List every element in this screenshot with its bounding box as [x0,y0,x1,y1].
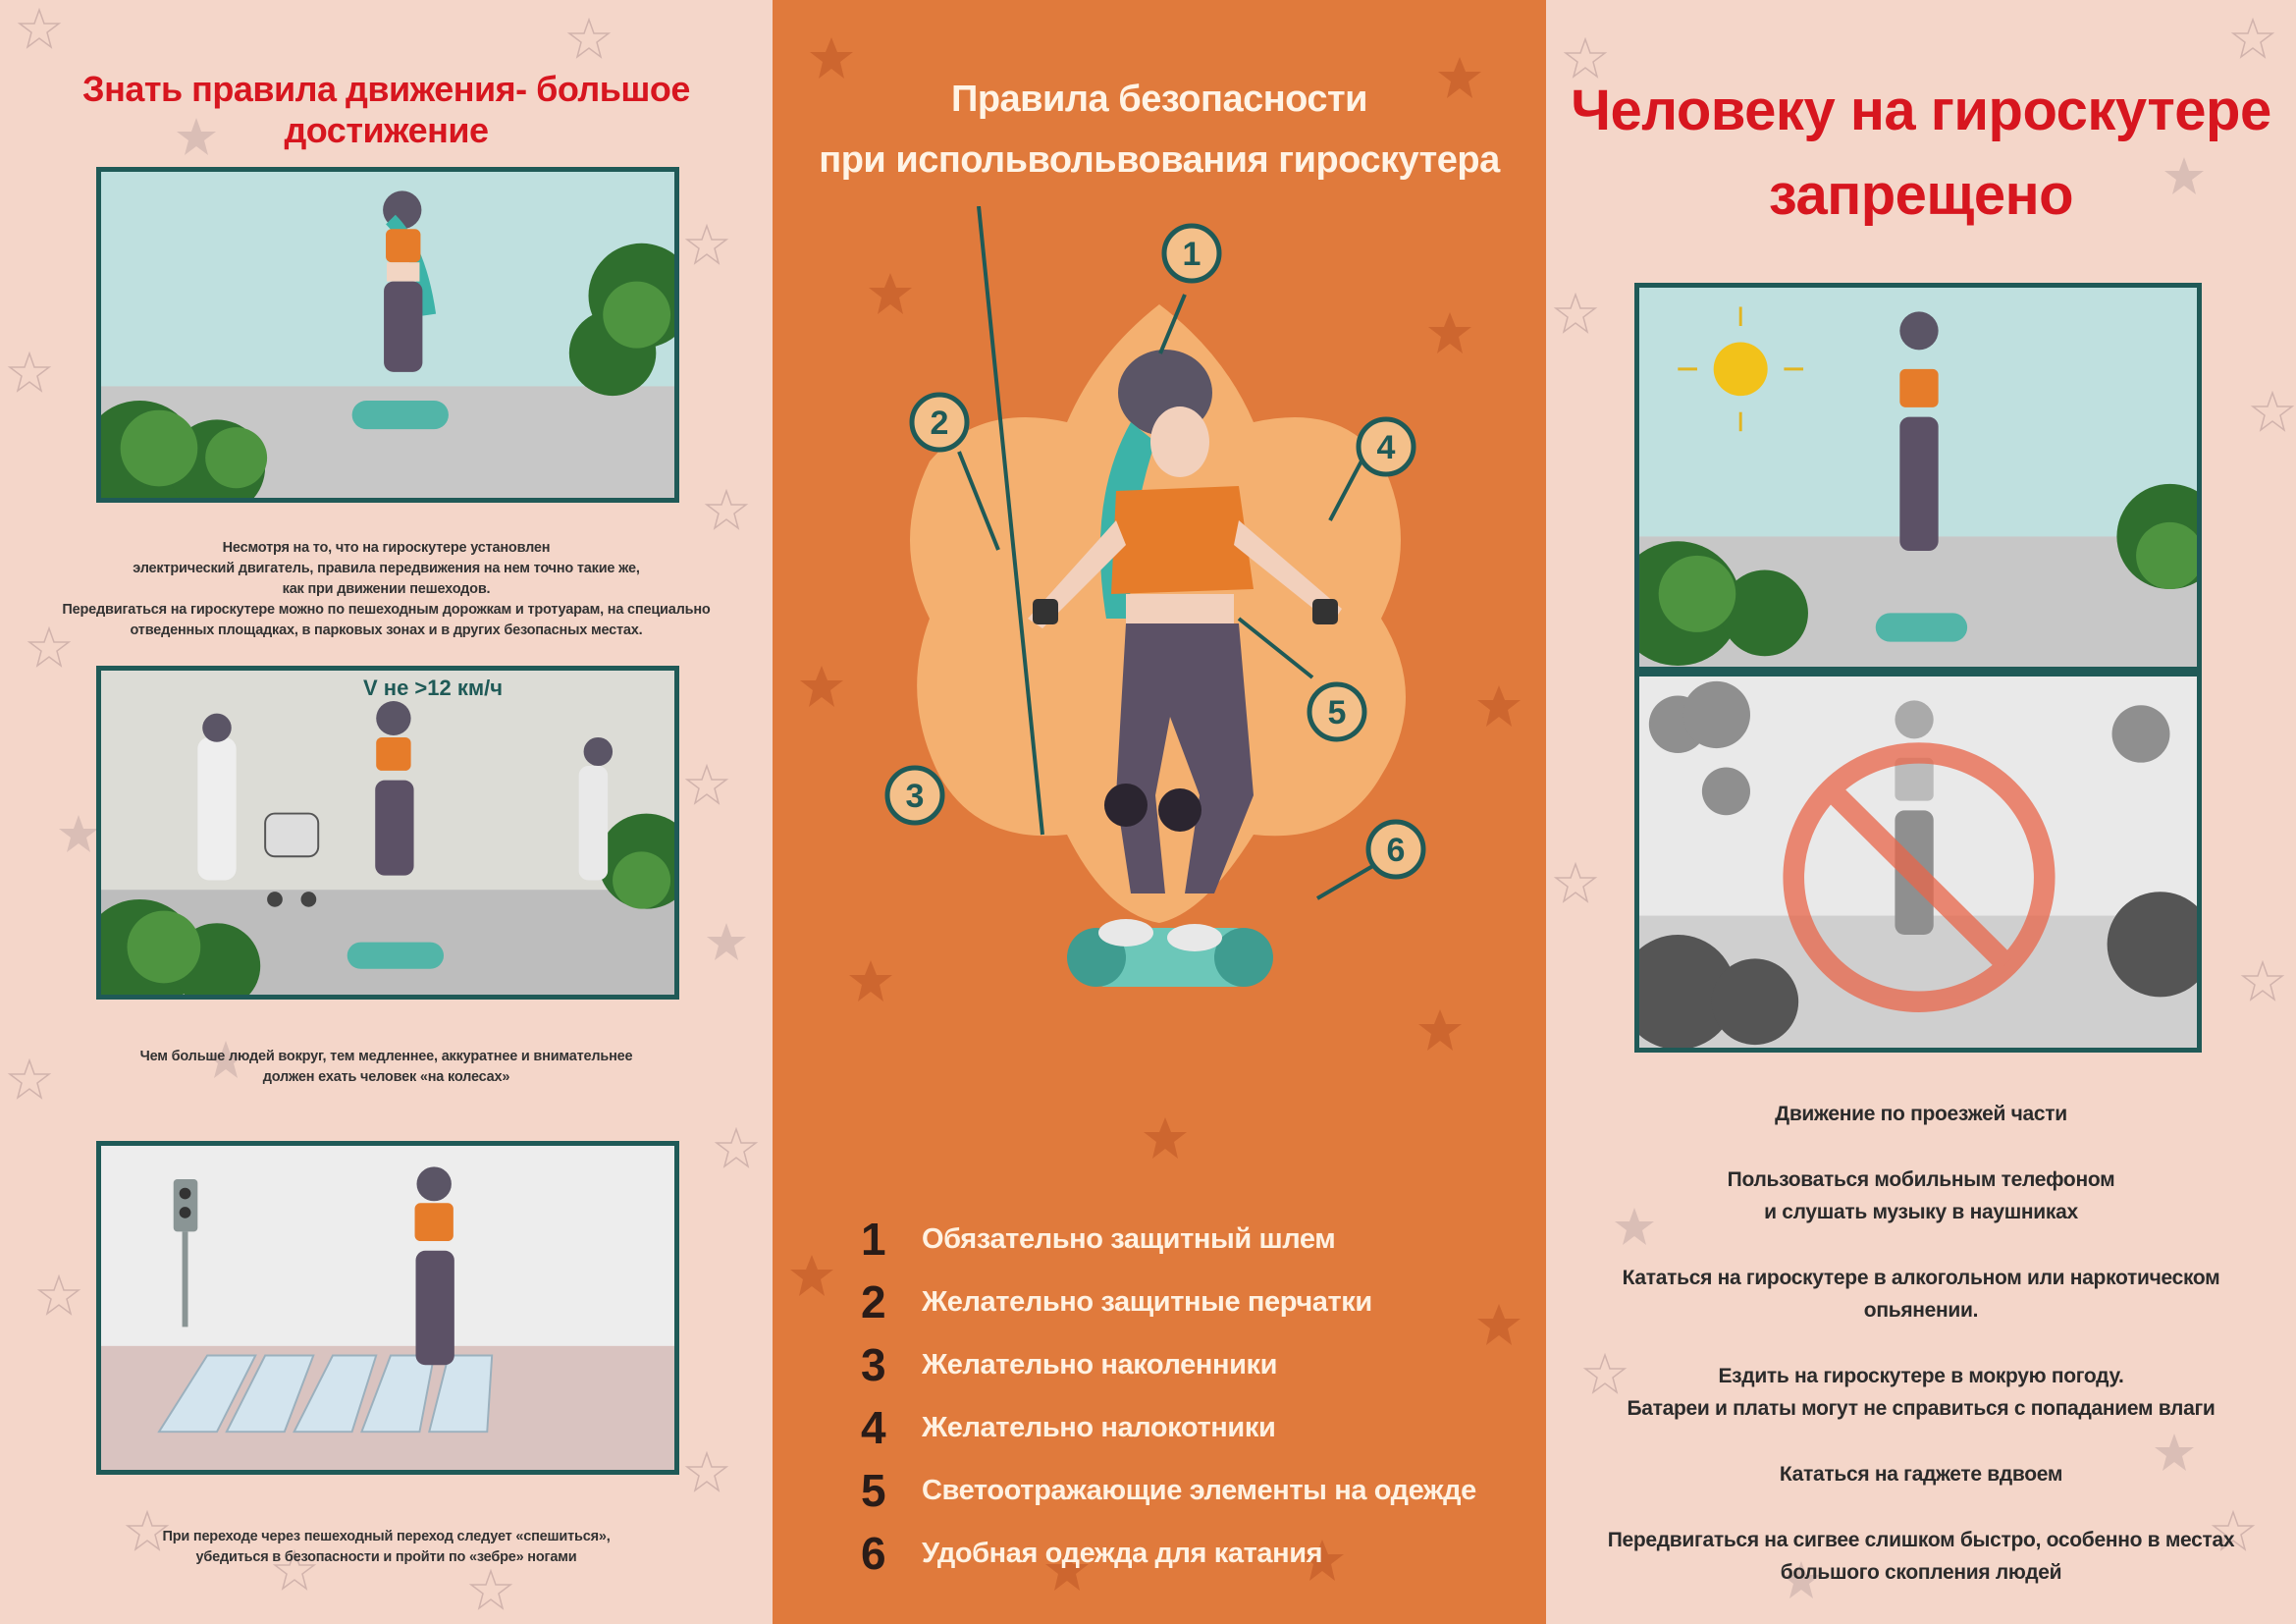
marker-circles [884,223,1426,880]
rule-number: 2 [861,1276,886,1327]
girl-figure [351,190,449,430]
prohibition-item: Кататься на гаджете вдвоем [1779,1463,2063,1486]
rule-item: 6 Удобная одежда для катания [861,1522,1509,1585]
rule-text: Желательно наколенники [922,1348,1278,1380]
scene-crosswalk [96,1141,679,1475]
rule-number: 1 [861,1214,886,1265]
scene-park-riding [96,167,679,503]
rule-item: 4 Желательно налокотники [861,1396,1509,1459]
rule-text: Обязательно защитный шлем [922,1222,1336,1255]
rule-text: Желательно защитные перчатки [922,1285,1372,1318]
marker-1: 1 [1183,236,1201,273]
speed-limit-label: V не >12 км/ч [363,676,504,700]
prohibition-item: Пользоваться мобильным телефоном и слуша… [1727,1168,2115,1223]
rule-text: Удобная одежда для катания [922,1537,1323,1569]
hero-illustration: 1 2 4 3 5 6 [792,205,1526,1090]
rule-item: 1 Обязательно защитный шлем [861,1208,1509,1271]
left-panel: Знать правила движения- большое достижен… [0,0,773,1624]
caption-scene-3: При переходе через пешеходный переход сл… [162,1529,611,1565]
prohibition-sign-icon [1783,742,2056,1012]
rule-item: 5 Светоотражающие элементы на одежде [861,1459,1509,1522]
scene-prohibited-phone [1634,672,2202,1053]
marker-2: 2 [931,405,949,442]
prohibition-item: Кататься на гироскутере в алкогольном ил… [1622,1267,2220,1322]
rule-number: 3 [861,1339,886,1390]
rule-text: Светоотражающие элементы на одежде [922,1474,1476,1506]
rule-text: Желательно налокотники [922,1411,1276,1443]
rule-number: 5 [861,1465,886,1516]
prohibition-item: Движение по проезжей части [1775,1103,2067,1125]
prohibition-item: Ездить на гироскутере в мокрую погоду. Б… [1627,1365,2216,1420]
rule-item: 2 Желательно защитные перчатки [861,1271,1509,1333]
middle-title: Правила безопасности при испольвольвован… [819,79,1500,181]
prohibitions-list: Движение по проезжей части Пользоваться … [1566,1098,2276,1622]
rule-item: 3 Желательно наколенники [861,1333,1509,1396]
rule-number: 4 [861,1402,886,1453]
scene-sunny-ok [1634,283,2202,672]
rule-number: 6 [861,1528,886,1579]
sun-icon [1713,342,1768,397]
prohibition-item: Передвигаться на сигвее слишком быстро, … [1607,1529,2235,1584]
left-title: Знать правила движения- большое достижен… [82,69,690,150]
marker-4: 4 [1377,429,1396,466]
right-panel: Человеку на гироскутере запрещено [1546,0,2296,1624]
middle-panel: Правила безопасности при испольвольвован… [773,0,1546,1624]
right-title: Человеку на гироскутере запрещено [1571,79,2271,227]
safety-rules-list: 1 Обязательно защитный шлем 2 Желательно… [861,1208,1509,1585]
marker-6: 6 [1387,832,1406,869]
scene-crowd-slow [96,666,679,1000]
marker-5: 5 [1328,694,1347,731]
caption-scene-2: Чем больше людей вокруг, тем медленнее, … [139,1049,633,1085]
caption-scene-1: Несмотря на то, что на гироскутере устан… [62,540,711,638]
marker-3: 3 [906,778,925,815]
